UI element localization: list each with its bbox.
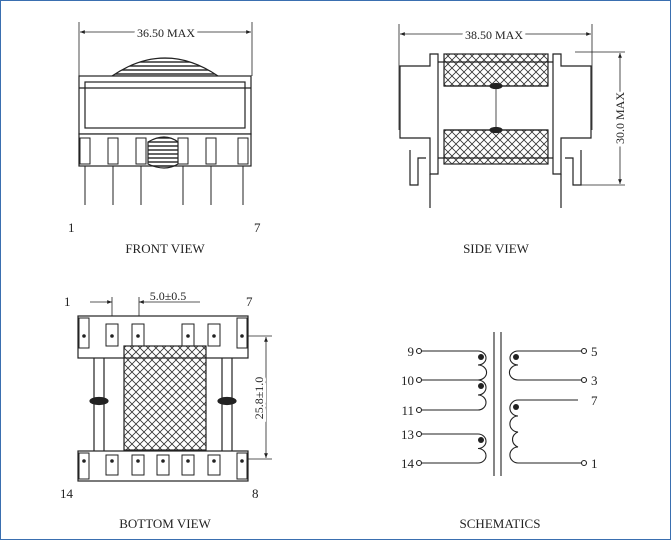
bottom-view-caption: BOTTOM VIEW bbox=[119, 516, 211, 531]
bottom-view bbox=[77, 297, 272, 482]
bottom-pin-1-label: 1 bbox=[64, 294, 71, 309]
bottom-pin-8-label: 8 bbox=[252, 486, 259, 501]
schematic-pin-3-label: 3 bbox=[591, 373, 598, 388]
side-view-caption: SIDE VIEW bbox=[463, 241, 530, 256]
side-height-dim: 30.0 MAX bbox=[613, 92, 627, 144]
bottom-pin-7-label: 7 bbox=[246, 294, 253, 309]
front-view bbox=[78, 22, 253, 205]
schematic-pin-11-label: 11 bbox=[401, 403, 414, 418]
schematics-caption: SCHEMATICS bbox=[460, 516, 541, 531]
schematic-pin-10-label: 10 bbox=[401, 373, 414, 388]
front-pin-1-label: 1 bbox=[68, 220, 75, 235]
side-width-dim: 38.50 MAX bbox=[465, 28, 523, 42]
bottom-pitch-dim: 5.0±0.5 bbox=[150, 289, 187, 303]
schematic-pin-9-label: 9 bbox=[408, 344, 415, 359]
bottom-pin-14-label: 14 bbox=[60, 486, 74, 501]
schematic-pin-1-label: 1 bbox=[591, 456, 598, 471]
schematic-pin-5-label: 5 bbox=[591, 344, 598, 359]
polarity-dots bbox=[478, 354, 519, 443]
schematic-pin-14-label: 14 bbox=[401, 456, 415, 471]
side-view bbox=[398, 24, 625, 208]
bottom-row-dim: 25.8±1.0 bbox=[252, 377, 266, 420]
schematic-pin-7-label: 7 bbox=[591, 393, 598, 408]
schematic-pin-13-label: 13 bbox=[401, 427, 414, 442]
front-width-dim: 36.50 MAX bbox=[137, 26, 195, 40]
front-view-caption: FRONT VIEW bbox=[125, 241, 205, 256]
front-pin-7-label: 7 bbox=[254, 220, 261, 235]
schematic bbox=[415, 332, 588, 476]
